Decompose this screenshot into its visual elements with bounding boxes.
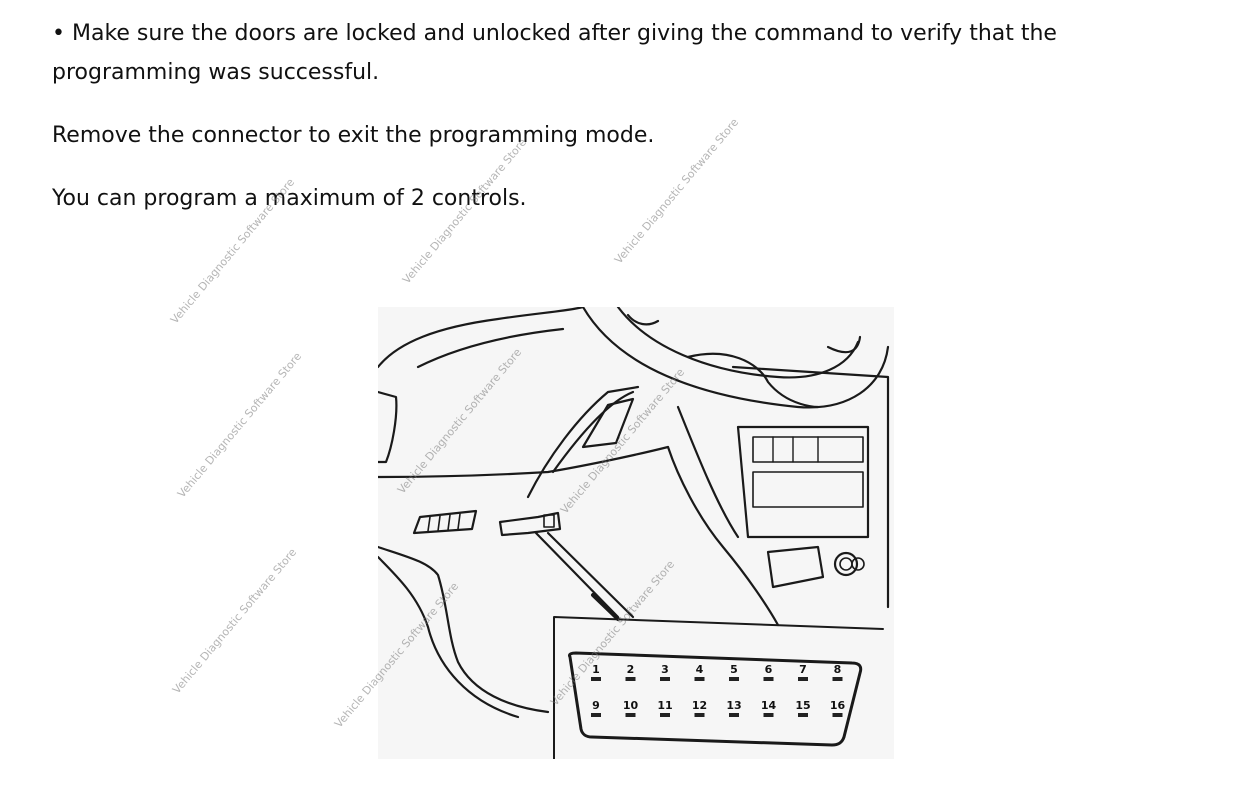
steering-wheel-hub bbox=[826, 335, 862, 354]
top-pin-label: 2 bbox=[627, 663, 635, 676]
lower-dash-line bbox=[378, 445, 670, 479]
radio-panel bbox=[736, 425, 870, 539]
pointer-line-1 bbox=[534, 531, 620, 619]
top-pin bbox=[798, 677, 808, 681]
steering-column bbox=[526, 385, 640, 499]
bottom-pin-label: 15 bbox=[795, 699, 810, 712]
lighter-socket bbox=[833, 551, 859, 577]
top-pin bbox=[625, 677, 636, 681]
bottom-pin bbox=[798, 713, 808, 717]
bottom-pin-label: 16 bbox=[830, 699, 846, 712]
bottom-pin bbox=[660, 713, 670, 717]
bottom-pin bbox=[694, 713, 705, 717]
inset-frame bbox=[553, 616, 884, 759]
top-pin bbox=[660, 677, 670, 681]
top-pin-label: 7 bbox=[799, 663, 807, 676]
max-controls-paragraph: You can program a maximum of 2 controls. bbox=[52, 186, 527, 211]
bottom-pin-label: 10 bbox=[623, 699, 639, 712]
bottom-pin bbox=[832, 713, 843, 717]
top-pin-label: 3 bbox=[661, 663, 669, 676]
bottom-pin-label: 11 bbox=[657, 699, 672, 712]
top-pin-label: 5 bbox=[730, 663, 738, 676]
center-stack bbox=[731, 365, 890, 609]
bottom-pin bbox=[763, 713, 774, 717]
hood-release-handle bbox=[412, 509, 478, 535]
top-pin-label: 1 bbox=[592, 663, 600, 676]
top-pin bbox=[763, 677, 774, 681]
console-edge bbox=[666, 445, 780, 627]
top-pin bbox=[729, 677, 739, 681]
dashboard-top-edge bbox=[378, 307, 585, 369]
knee-panel bbox=[378, 545, 550, 714]
remove-connector-paragraph: Remove the connector to exit the program… bbox=[52, 123, 655, 148]
bottom-pin bbox=[625, 713, 636, 717]
obd-port-location bbox=[498, 511, 562, 537]
left-vent bbox=[378, 390, 398, 464]
watermark-text: Vehicle Diagnostic Software Store bbox=[175, 349, 305, 501]
bullet-paragraph: • Make sure the doors are locked and unl… bbox=[52, 14, 1057, 92]
bottom-pin bbox=[591, 713, 601, 717]
ashtray bbox=[766, 545, 825, 589]
watermark-text: Vehicle Diagnostic Software Store bbox=[170, 545, 300, 697]
steering-wheel-spoke bbox=[686, 352, 820, 409]
bottom-pin-label: 12 bbox=[692, 699, 707, 712]
top-pin-label: 4 bbox=[696, 663, 704, 676]
bottom-pin-label: 13 bbox=[726, 699, 741, 712]
bullet-text-line2: programming was successful. bbox=[52, 60, 380, 85]
top-pin bbox=[694, 677, 705, 681]
bullet-mark: • bbox=[52, 21, 65, 46]
obd-connector-body bbox=[568, 651, 863, 747]
bottom-pin-label: 9 bbox=[592, 699, 600, 712]
pointer-line-2 bbox=[546, 531, 635, 619]
top-pin-label: 6 bbox=[765, 663, 773, 676]
bottom-pin-label: 14 bbox=[761, 699, 777, 712]
dashboard-drawing bbox=[378, 307, 890, 759]
bottom-pin bbox=[729, 713, 739, 717]
pins-top-row: 1 2 3 4 5 6 7 8 bbox=[591, 663, 843, 681]
pins-bottom-row: 9 10 11 12 13 14 15 16 bbox=[591, 699, 845, 717]
top-pin-label: 8 bbox=[834, 663, 842, 676]
column-cover bbox=[581, 397, 635, 449]
steering-wheel-rim-outer bbox=[581, 307, 890, 409]
bullet-text-line1: Make sure the doors are locked and unloc… bbox=[71, 21, 1057, 46]
top-pin bbox=[832, 677, 843, 681]
top-pin bbox=[591, 677, 601, 681]
